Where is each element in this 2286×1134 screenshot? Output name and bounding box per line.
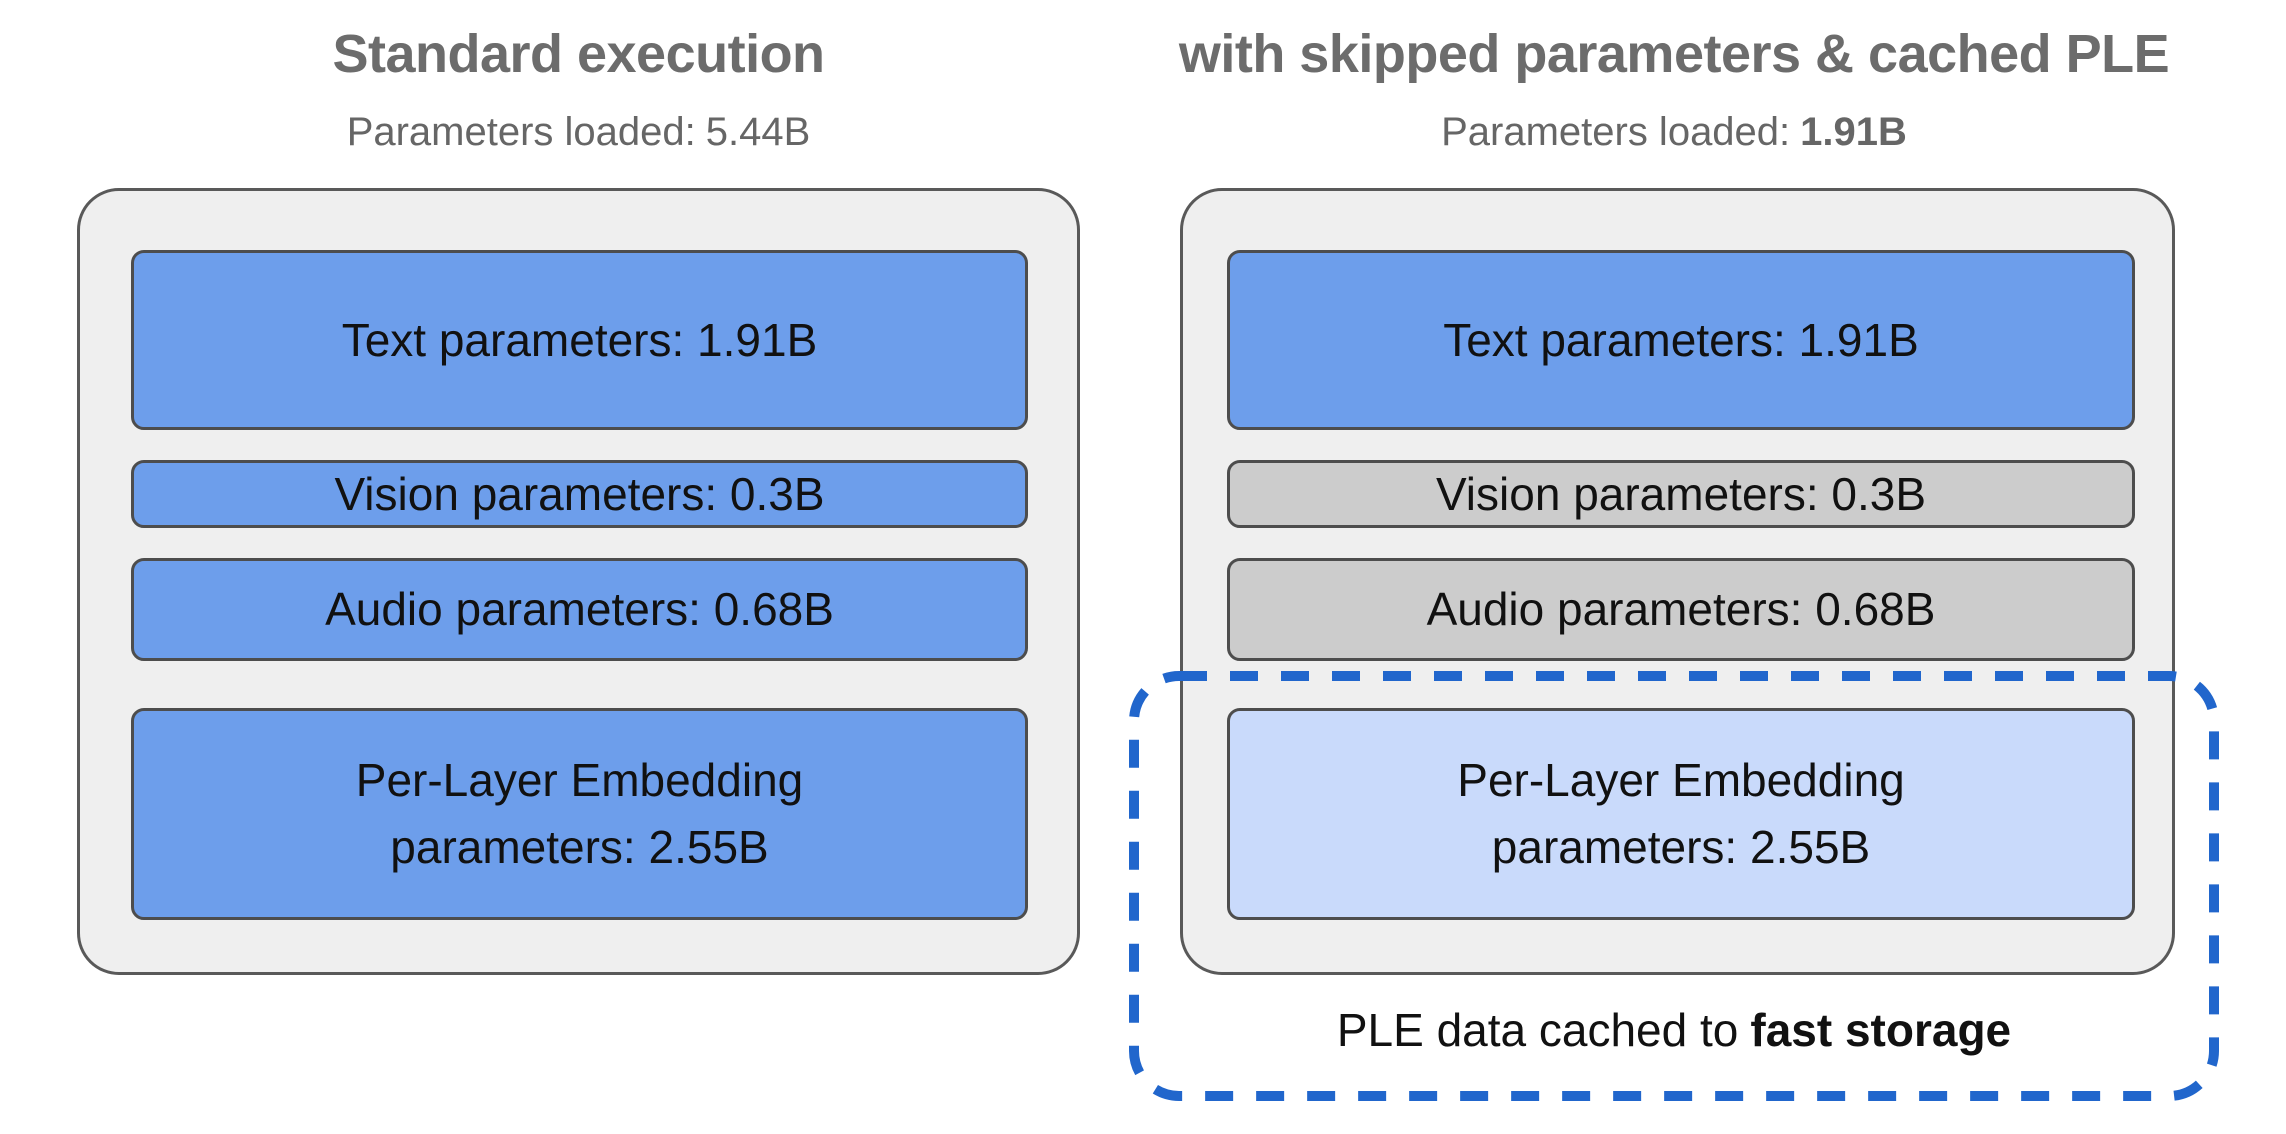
left-vision-parameters-box: Vision parameters: 0.3B bbox=[131, 460, 1028, 528]
left-per-layer-embedding-box: Per-Layer Embedding parameters: 2.55B bbox=[131, 708, 1028, 920]
left-subtitle-label: Parameters loaded: bbox=[346, 110, 696, 154]
ple-cache-caption-text: PLE data cached to bbox=[1336, 1004, 1739, 1056]
ple-cache-caption-bold-text: fast storage bbox=[1750, 1004, 2012, 1056]
right-panel-subtitle: Parameters loaded:1.91B bbox=[1134, 108, 2214, 156]
left-audio-parameters-box: Audio parameters: 0.68B bbox=[131, 558, 1028, 661]
right-panel-title: with skipped parameters & cached PLE bbox=[1178, 24, 2170, 84]
right-subtitle-label: Parameters loaded: bbox=[1441, 110, 1791, 154]
right-parameters-loaded-value: 1.91B bbox=[1800, 110, 1907, 154]
right-per-layer-embedding-box-cached: Per-Layer Embedding parameters: 2.55B bbox=[1227, 708, 2135, 920]
right-vision-parameters-box-skipped: Vision parameters: 0.3B bbox=[1227, 460, 2135, 528]
left-parameters-loaded-value: 5.44B bbox=[705, 110, 811, 154]
ple-cache-dashed-outline bbox=[1129, 671, 2219, 1101]
standard-execution-model-container: Text parameters: 1.91B Vision parameters… bbox=[77, 188, 1080, 975]
right-audio-parameters-box-skipped: Audio parameters: 0.68B bbox=[1227, 558, 2135, 661]
left-text-parameters-box: Text parameters: 1.91B bbox=[131, 250, 1028, 430]
right-text-parameters-box: Text parameters: 1.91B bbox=[1227, 250, 2135, 430]
skipped-cached-model-container: Text parameters: 1.91B Vision parameters… bbox=[1180, 188, 2175, 975]
left-panel-subtitle: Parameters loaded:5.44B bbox=[77, 108, 1080, 156]
left-panel-title: Standard execution bbox=[332, 24, 825, 84]
